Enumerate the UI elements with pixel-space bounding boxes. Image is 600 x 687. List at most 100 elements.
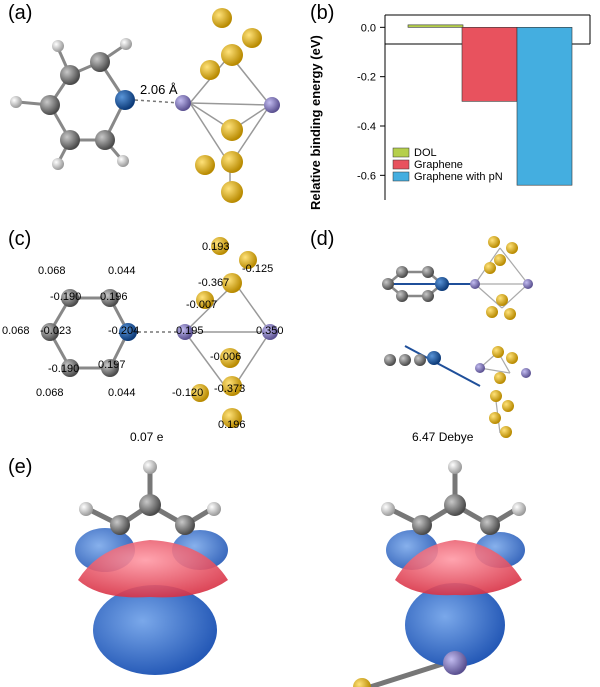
hydrogen-atom (79, 502, 93, 516)
y-axis-label: Relative binding energy (eV) (308, 35, 323, 210)
dipole-caption: 6.47 Debye (412, 430, 474, 444)
sulfur-atom (195, 155, 215, 175)
charge-label: 0.068 (38, 265, 66, 277)
n-p-dashed-bond (134, 99, 181, 104)
charge-label: 0.350 (256, 325, 284, 337)
carbon-atom (90, 52, 110, 72)
bars (407, 24, 573, 186)
panel-label-b: (b) (310, 2, 335, 24)
legend-label: Graphene (414, 159, 463, 171)
carbon-atom (101, 359, 119, 377)
sulfur-atom (196, 291, 214, 309)
legend-swatch (392, 171, 410, 182)
y-tick-label: 0.0 (361, 22, 376, 34)
carbon-atom (414, 354, 426, 366)
hydrogen-atom (381, 502, 395, 516)
sulfur-atom (496, 294, 508, 306)
top-view (382, 236, 533, 320)
charge-label: 0.068 (2, 325, 30, 337)
sulfur-atom (220, 348, 240, 368)
sulfur-atom (488, 236, 500, 248)
carbon-atom (412, 515, 432, 535)
sulfur-atom (222, 408, 242, 428)
charge-label: -0.373 (214, 383, 245, 395)
phosphorus-atom (264, 97, 280, 113)
carbon-atom (101, 289, 119, 307)
carbon-atom (396, 266, 408, 278)
carbon-atom (422, 290, 434, 302)
charge-label: 0.196 (100, 291, 128, 303)
phosphorus-atom (177, 324, 193, 340)
charge-label: -0.190 (48, 363, 79, 375)
bar-dol (407, 24, 464, 28)
hydrogen-atom (207, 502, 221, 516)
carbon-atom (422, 266, 434, 278)
density-right (353, 460, 526, 687)
sulfur-atom (492, 346, 504, 358)
panel-e-charge-density (75, 460, 526, 687)
depletion-lobe (405, 583, 505, 667)
panel-label-c: (c) (8, 228, 32, 250)
legend-swatch (392, 147, 410, 158)
hydrogen-atom (117, 155, 129, 167)
panel-a-structure: 2.06 Å (10, 8, 280, 203)
y-tick-label: -0.6 (357, 170, 376, 182)
charge-label: -0.125 (242, 263, 273, 275)
carbon-atom (60, 130, 80, 150)
sulfur-atom (221, 151, 243, 173)
charge-label: -0.204 (108, 325, 139, 337)
hydrogen-atom (120, 38, 132, 50)
sulfur-atom (489, 412, 501, 424)
sulfur-atom (484, 262, 496, 274)
charge-label: -0.190 (50, 291, 81, 303)
charge-label: 0.195 (176, 325, 204, 337)
sulfur-atom (506, 352, 518, 364)
nitrogen-atom (435, 277, 449, 291)
hydrogen-atom (52, 40, 64, 52)
carbon-atom (382, 278, 394, 290)
charge-label: 0.068 (36, 387, 64, 399)
sulfur-atom (500, 426, 512, 438)
hydrogen-atom (512, 502, 526, 516)
carbon-atom (60, 65, 80, 85)
y-tick-label: -0.2 (357, 72, 376, 84)
hydrogen-atom (448, 460, 462, 474)
phosphorus-atom (475, 363, 485, 373)
sulfur-atom (504, 308, 516, 320)
y-tick-label: -0.4 (357, 121, 376, 133)
accumulation-lobe (78, 540, 228, 598)
phosphorus-atom (443, 651, 467, 675)
charge-label: -0.367 (198, 277, 229, 289)
legend-label: DOL (414, 147, 437, 159)
y-ticks: 0.0 -0.2 -0.4 -0.6 (357, 22, 385, 182)
phosphorus-atom (523, 279, 533, 289)
charge-label: 0.044 (108, 387, 136, 399)
charge-label: 0.044 (108, 265, 136, 277)
sulfur-atom (212, 8, 232, 28)
sulfur-atom (221, 119, 243, 141)
nitrogen-atom (427, 351, 441, 365)
legend-swatch (392, 159, 410, 170)
sulfur-atom (191, 384, 209, 402)
charge-transfer-caption: 0.07 e (130, 430, 164, 444)
sulfur-atom (242, 28, 262, 48)
accumulation-lobe (395, 540, 522, 596)
bar-graphene (461, 27, 518, 102)
carbon-atom (139, 494, 161, 516)
charge-label: 0.196 (218, 419, 246, 431)
hydrogen-atom (52, 158, 64, 170)
phosphorus-atom (470, 279, 480, 289)
nitrogen-atom (115, 90, 135, 110)
panel-label-e: (e) (8, 456, 33, 478)
sulfur-atom (494, 254, 506, 266)
sulfur-atom (494, 372, 506, 384)
sulfur-atom (211, 237, 229, 255)
binding-energy-chart: Relative binding energy (eV) 0.0 -0.2 -0.4… (308, 14, 591, 210)
depletion-lobe (93, 585, 217, 675)
carbon-atom (61, 359, 79, 377)
hydrogen-atoms (10, 38, 132, 170)
sulfur-atom (239, 251, 257, 269)
phosphorus-atom (175, 95, 191, 111)
atoms (41, 237, 278, 428)
legend-label: Graphene with pN (414, 171, 503, 183)
